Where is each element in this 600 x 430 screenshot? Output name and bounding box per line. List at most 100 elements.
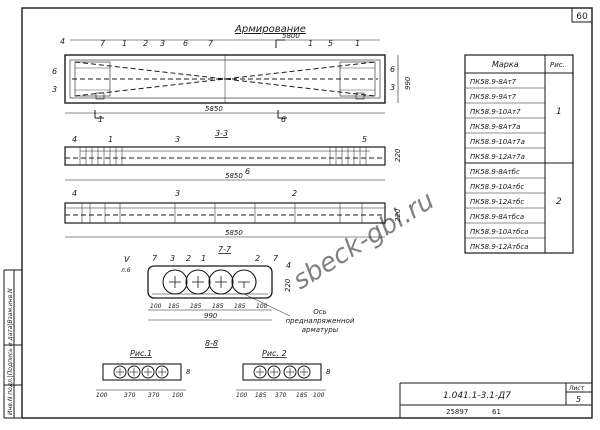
section-77-callout: 7 <box>273 254 279 263</box>
section-77-dim: 100 <box>256 303 268 310</box>
plan-callout: 2 <box>143 39 148 48</box>
table-row-fig: 1 <box>556 107 562 117</box>
plan-callout: 3 <box>52 85 57 94</box>
table-row-mark: ПК58.9-8Ат7 <box>470 78 517 86</box>
table-row-mark: ПК58.9-12Атбс <box>470 198 524 206</box>
section-long-callout: 2 <box>292 189 297 198</box>
plan-dim-top: 5800 <box>282 32 300 40</box>
fig1-label: Рис.1 <box>130 349 152 358</box>
section-33-callout: 1 <box>108 135 113 144</box>
section-77: 7-7 V л.6 7 3 2 1 2 7 4 220 100 185 185 … <box>120 245 355 334</box>
archive-right: 61 <box>492 408 501 416</box>
section-88-label: 8-8 <box>205 339 218 348</box>
table-row-mark: ПК58.9-9Ат7 <box>470 93 517 101</box>
plan-callout: 1 <box>308 39 313 48</box>
section-77-dim: 185 <box>212 303 224 310</box>
table-row-mark: ПК58.9-8Атбса <box>470 213 524 221</box>
fig-2: Рис. 2 100 185 370 185 100 8 <box>236 349 331 399</box>
section-33: 5850 220 4 1 3 5 6 <box>64 135 402 181</box>
plan-dim-right: 990 <box>404 76 412 90</box>
archive-left: 25897 <box>446 408 468 416</box>
doc-code: 1.041.1-3.1-Д7 <box>443 391 511 401</box>
section-long-callout: 4 <box>72 189 77 198</box>
watermark: sbeck-gbi.ru <box>288 185 440 295</box>
plan-callout: 4 <box>60 37 65 46</box>
table-row-mark: ПК58.9-8Атбс <box>470 168 520 176</box>
plan-callout: 3 <box>390 83 395 92</box>
fig2-callout: 8 <box>326 368 331 376</box>
plan-callout: 3 <box>160 39 165 48</box>
section-77-dim: 100 <box>150 303 162 310</box>
section-77-note: Ось предналряженной арматуры <box>285 308 355 334</box>
table-row-mark: ПК58.9-10Атбса <box>470 228 529 236</box>
fig1-dim: 370 <box>148 392 160 399</box>
section-77-dim-right: 220 <box>284 278 292 292</box>
fig2-dim: 185 <box>296 392 308 399</box>
sheet-number-box <box>571 7 593 23</box>
section-77-callout: 7 <box>152 254 158 263</box>
node-label: V <box>124 255 130 264</box>
fig1-dim: 100 <box>172 392 184 399</box>
fig2-dim: 185 <box>255 392 267 399</box>
section-77-callout: 4 <box>286 261 291 270</box>
section-77-callout: 2 <box>186 254 191 263</box>
plan-title: Армирование <box>234 24 306 35</box>
side-stamp-text: Инв.N подл.|Подпись и дата|Взам.инв.N <box>7 288 14 415</box>
table-row-mark: ПК58.9-10Атбс <box>470 183 524 191</box>
sheet: 5 <box>576 395 581 404</box>
plan-callout: 5 <box>328 39 333 48</box>
section-33-dim: 5850 <box>225 172 243 180</box>
fig1-dim: 100 <box>96 392 108 399</box>
plan-callout: 7 <box>100 39 106 48</box>
section-77-dim: 185 <box>234 303 246 310</box>
table-row-mark: ПК58.9-8Ат7а <box>470 123 520 131</box>
table-row-mark: ПК58.9-12Ат7а <box>470 153 525 161</box>
section-33-dim-right: 220 <box>394 148 402 162</box>
side-stamp: Инв.N подл.|Подпись и дата|Взам.инв.N <box>3 269 22 419</box>
node-scale: л.6 <box>120 267 131 274</box>
section-33-label: 3-3 <box>215 129 228 138</box>
section-long: 5850 220 4 3 2 <box>64 189 402 238</box>
fig2-dim: 100 <box>236 392 248 399</box>
table-header-fig: Рис. <box>550 61 565 69</box>
table-header-mark: Марка <box>492 60 519 69</box>
section-33-callout: 6 <box>245 167 250 176</box>
fig1-dim: 370 <box>124 392 136 399</box>
plan-callout: 1 <box>98 115 103 124</box>
section-long-callout: 3 <box>175 189 180 198</box>
section-33-callout: 4 <box>72 135 77 144</box>
table-row-mark: ПК58.9-10Ат7 <box>470 108 521 116</box>
section-33-callout: 3 <box>175 135 180 144</box>
fig1-callout: 8 <box>186 368 191 376</box>
plan-callout: 6 <box>52 67 57 76</box>
sheet-label: Лист <box>568 385 585 392</box>
fig2-dim: 370 <box>275 392 287 399</box>
fig-1: Рис.1 100 370 370 100 8 <box>96 349 191 399</box>
section-77-callout: 3 <box>170 254 175 263</box>
fig2-dim: 100 <box>313 392 325 399</box>
plan-callout: 6 <box>281 115 286 124</box>
plan-dim-bottom: 5850 <box>205 105 223 113</box>
fig2-label: Рис. 2 <box>262 349 287 358</box>
section-77-dim-total: 990 <box>204 312 218 320</box>
section-long-dim-right: 220 <box>394 208 402 222</box>
sheet-frame <box>21 7 593 419</box>
plan-callout: 1 <box>122 39 127 48</box>
plan-callout: 1 <box>355 39 360 48</box>
plan-view: 5800 5850 990 4 7 1 2 3 6 7 1 5 1 6 3 6 … <box>52 32 412 124</box>
section-77-dim: 185 <box>168 303 180 310</box>
plan-callout: 6 <box>390 65 395 74</box>
section-77-callout: 2 <box>255 254 260 263</box>
title-block: 1.041.1-3.1-Д7 Лист 5 25897 61 <box>399 382 592 418</box>
section-77-label: 7-7 <box>218 245 232 254</box>
section-33-callout: 5 <box>362 135 367 144</box>
table-row-mark: ПК58.9-10Ат7а <box>470 138 525 146</box>
section-long-dim: 5850 <box>225 229 243 237</box>
table-row-mark: ПК58.9-12Атбса <box>470 243 529 251</box>
sheet-number: 60 <box>576 12 588 22</box>
table-row-fig: 2 <box>556 197 562 207</box>
plan-callout: 7 <box>208 39 214 48</box>
section-77-callout: 1 <box>201 254 206 263</box>
plan-callout: 6 <box>183 39 188 48</box>
